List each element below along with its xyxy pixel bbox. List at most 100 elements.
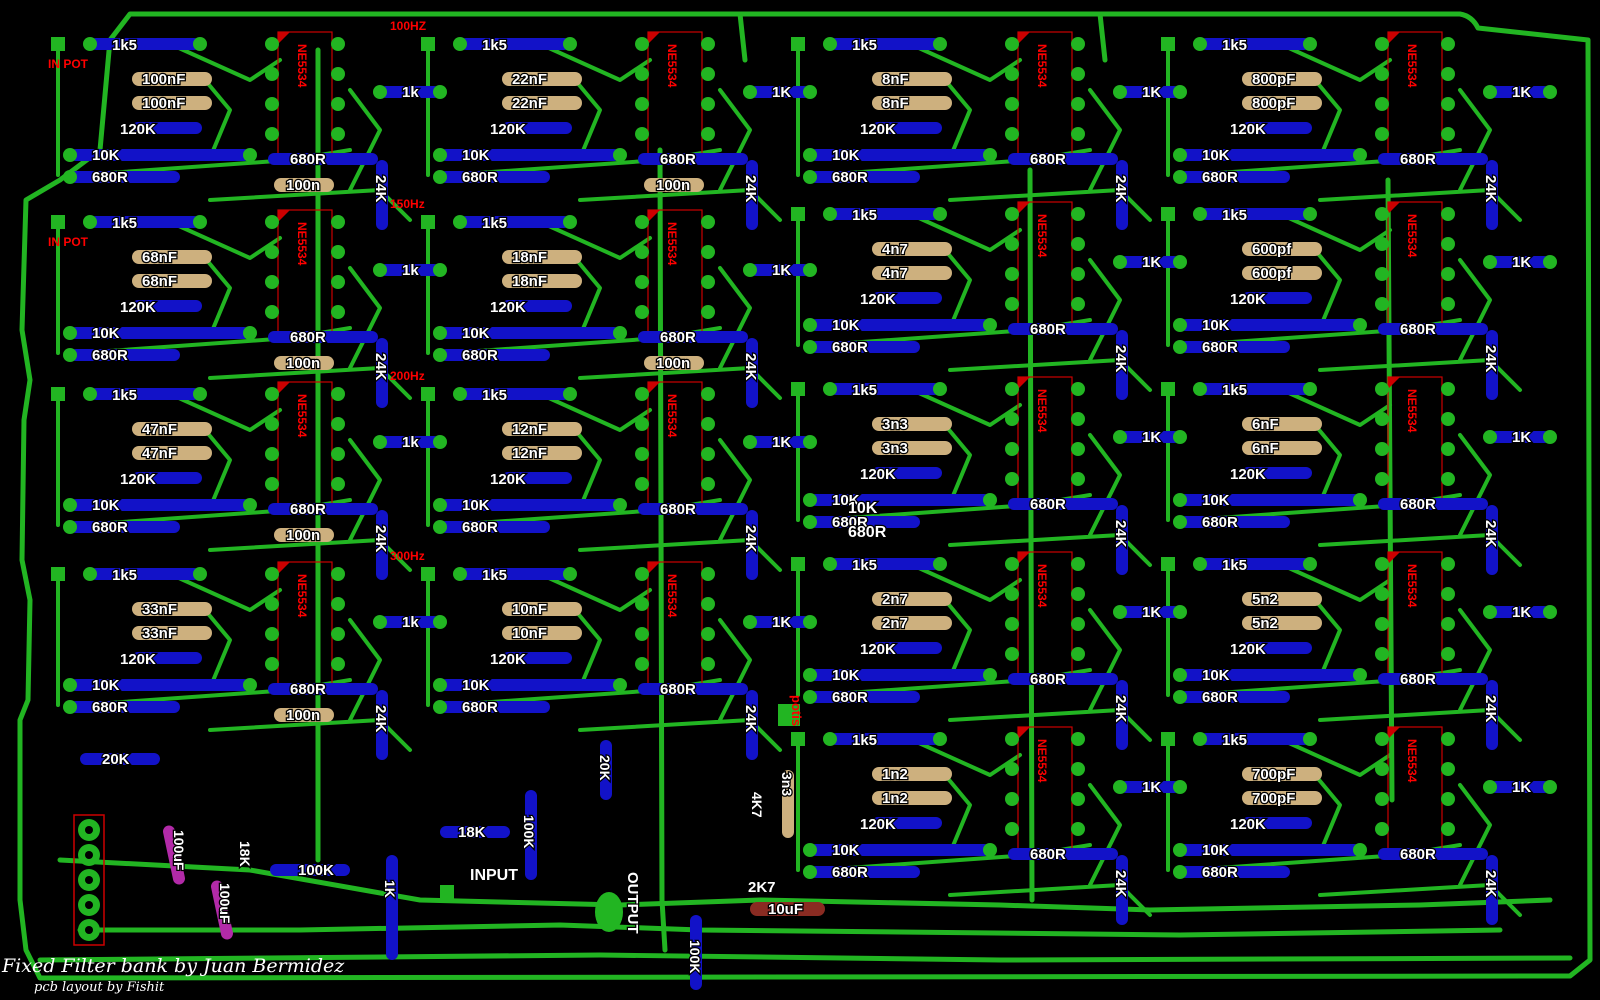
capacitor-col4-sec1-b [1242,96,1322,110]
pad-round [1441,647,1455,661]
label-col4-sec3-r-fb: 120K [1230,466,1266,483]
pad-round [1071,382,1085,396]
pad-round [1353,318,1367,332]
pad-round [1005,382,1019,396]
resistor-col1-sec4-out [268,683,378,695]
pad-round [701,97,715,111]
label-4k7: 4K7 [749,792,765,818]
label-col3-sec4-cap-b: 2n7 [882,615,908,632]
capacitor-col3-sec5-b [872,791,952,805]
capacitor-col2-sec2-a [502,250,582,264]
label-col2-sec2-r-fb: 120K [490,299,526,316]
label-col3-sec1-r-fb: 120K [860,121,896,138]
pad-round [983,148,997,162]
pad-round [63,678,77,692]
pad-square [421,567,435,581]
resistor-col4-sec5-pot [1490,781,1550,793]
resistor-col4-sec4-a [1180,669,1360,681]
pad-round [1441,822,1455,836]
pad-square [51,387,65,401]
pad-round [1441,127,1455,141]
resistor-col3-sec2-out [1008,323,1118,335]
pad-round [635,245,649,259]
pad-round [1441,732,1455,746]
pad-round [1441,237,1455,251]
label-col3-sec2-r-pot: 1K [1142,254,1161,271]
resistor-col4-sec2-in [1200,208,1310,220]
label-col4-sec2-r-in: 1k5 [1222,207,1247,224]
resistor-col4-sec3-fb [1242,467,1312,479]
label-col4-sec4-chip: NE5534 [1405,564,1419,608]
label-col2-sec1-r-fb: 120K [490,121,526,138]
pad-round [803,263,817,277]
pad-round [1375,617,1389,631]
input-label: INPUT [470,867,518,884]
pad-square [1161,207,1175,221]
pad-round [265,657,279,671]
label-col3-sec4-r-b: 680R [832,689,868,706]
pad-round [243,678,257,692]
label-col4-sec1-r-fb: 120K [1230,121,1266,138]
label-col3-sec1-chip: NE5534 [1035,44,1049,88]
pad-round [331,245,345,259]
pad-round [1441,442,1455,456]
label-col1-sec4-cap-a: 33nF [142,601,177,618]
resistor-col4-sec4-in [1200,558,1310,570]
pad-round [1071,37,1085,51]
pad-round [331,37,345,51]
label-col4-sec3-cap-b: 6nF [1252,440,1279,457]
pad-round [265,597,279,611]
label-col3-sec3-r-v: 24K [1112,520,1129,548]
pad-round [803,690,817,704]
label-col3-sec1-r-out: 680R [1030,151,1066,168]
pad-round [1005,617,1019,631]
pad-round [265,67,279,81]
label-col3-sec2-r-out: 680R [1030,321,1066,338]
label-col1-sec4-chip: NE5534 [295,574,309,618]
pad-round [265,305,279,319]
resistor-col3-sec1-v [1116,160,1128,230]
pad-round [453,567,467,581]
resistor-col1-sec3-b [70,521,180,533]
label-col3-sec4-r-out: 680R [1030,671,1066,688]
resistor-col3-sec2-in [830,208,940,220]
pad-round [433,348,447,362]
pad-round [1303,37,1317,51]
label-col1-sec1-r-a: 10K [92,147,120,164]
label-col1-sec2-r-in: 1k5 [112,215,137,232]
pad-round [1071,237,1085,251]
resistor-col3-sec5-v [1116,855,1128,925]
label-col4-sec2-cap-a: 600pf [1252,241,1292,258]
resistor-col2-sec1-a [440,149,620,161]
label-col3-sec3-r-fb: 120K [860,466,896,483]
resistor-col2-sec3-pot [750,436,810,448]
resistor-col4-sec1-fb [1242,122,1312,134]
resistor-col1-sec3-fb [132,472,202,484]
pad-round [803,515,817,529]
pad-round [1193,557,1207,571]
pad-round [1441,67,1455,81]
resistor-col3-sec4-in [830,558,940,570]
pad-round [635,447,649,461]
chip-col1-sec1-pin1 [278,32,290,44]
capacitor-col4-sec4-a [1242,592,1322,606]
label-col1-sec3-r-in: 1k5 [112,387,137,404]
pad-round [1375,412,1389,426]
label-col2-sec2-cap-a: 18nF [512,249,547,266]
chip-col3-sec3-pin1 [1018,377,1030,389]
pad-round [265,127,279,141]
label-col2-sec1-c-dec: 100n [656,177,690,194]
resistor-col1-sec4-in [90,568,200,580]
capacitor-col1-sec4-a [132,602,212,616]
pad-round [373,435,387,449]
pad-round [1173,318,1187,332]
pad-round [243,498,257,512]
resistor-col4-sec5-v [1486,855,1498,925]
credits-title: Fixed Filter bank by Juan Bermidez [2,955,345,977]
pad-round [803,865,817,879]
pad-round [1375,67,1389,81]
pad-round [803,615,817,629]
pad-round [1375,267,1389,281]
label-col4-sec3-r-v: 24K [1482,520,1499,548]
pad-round [1441,207,1455,221]
